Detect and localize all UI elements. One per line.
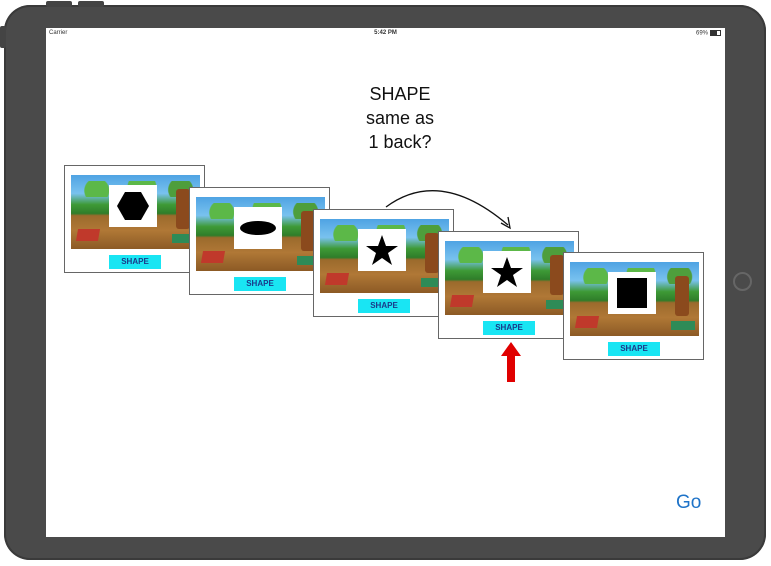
star-icon: [366, 235, 398, 265]
card-label: SHAPE: [483, 321, 535, 335]
caption-line: SHAPE: [369, 84, 431, 104]
ellipse-icon: [240, 221, 276, 235]
red-up-arrow-icon: [501, 342, 521, 382]
hexagon-icon: [117, 192, 149, 220]
square-icon: [617, 278, 647, 308]
curved-arrow-icon: [385, 190, 511, 230]
battery-label: 69%: [695, 30, 708, 37]
stimulus-card: SHAPE: [189, 187, 330, 295]
shape-tile: [234, 207, 282, 249]
star-icon: [491, 257, 523, 287]
scene-background: [71, 175, 200, 249]
shape-tile: [608, 272, 656, 314]
hardware-button: [0, 26, 6, 48]
scene-background: [320, 219, 449, 293]
stimulus-card: SHAPE: [563, 252, 704, 360]
hardware-button: [46, 1, 72, 7]
status-bar: Carrier 5:42 PM 69%: [46, 28, 725, 40]
home-button[interactable]: [733, 272, 752, 291]
shape-tile: [109, 185, 157, 227]
card-label: SHAPE: [358, 299, 410, 313]
shape-tile: [358, 229, 406, 271]
caption-line: same as: [365, 108, 435, 128]
stimulus-card: SHAPE: [64, 165, 205, 273]
card-label: SHAPE: [109, 255, 161, 269]
stimulus-card: SHAPE: [313, 209, 454, 317]
instruction-caption: SHAPE same as 1 back?: [350, 82, 450, 154]
card-label: SHAPE: [608, 342, 660, 356]
card-label: SHAPE: [234, 277, 286, 291]
hardware-button: [78, 1, 104, 7]
battery-icon: [710, 30, 721, 36]
shape-tile: [483, 251, 531, 293]
caption-line: 1 back?: [368, 132, 432, 152]
scene-background: [570, 262, 699, 336]
scene-background: [196, 197, 325, 271]
go-button[interactable]: Go: [676, 492, 702, 513]
carrier-label: Carrier: [49, 30, 68, 36]
scene-background: [445, 241, 574, 315]
stimulus-card: SHAPE: [438, 231, 579, 339]
time-label: 5:42 PM: [374, 30, 397, 36]
battery-indicator: 69%: [696, 30, 721, 37]
